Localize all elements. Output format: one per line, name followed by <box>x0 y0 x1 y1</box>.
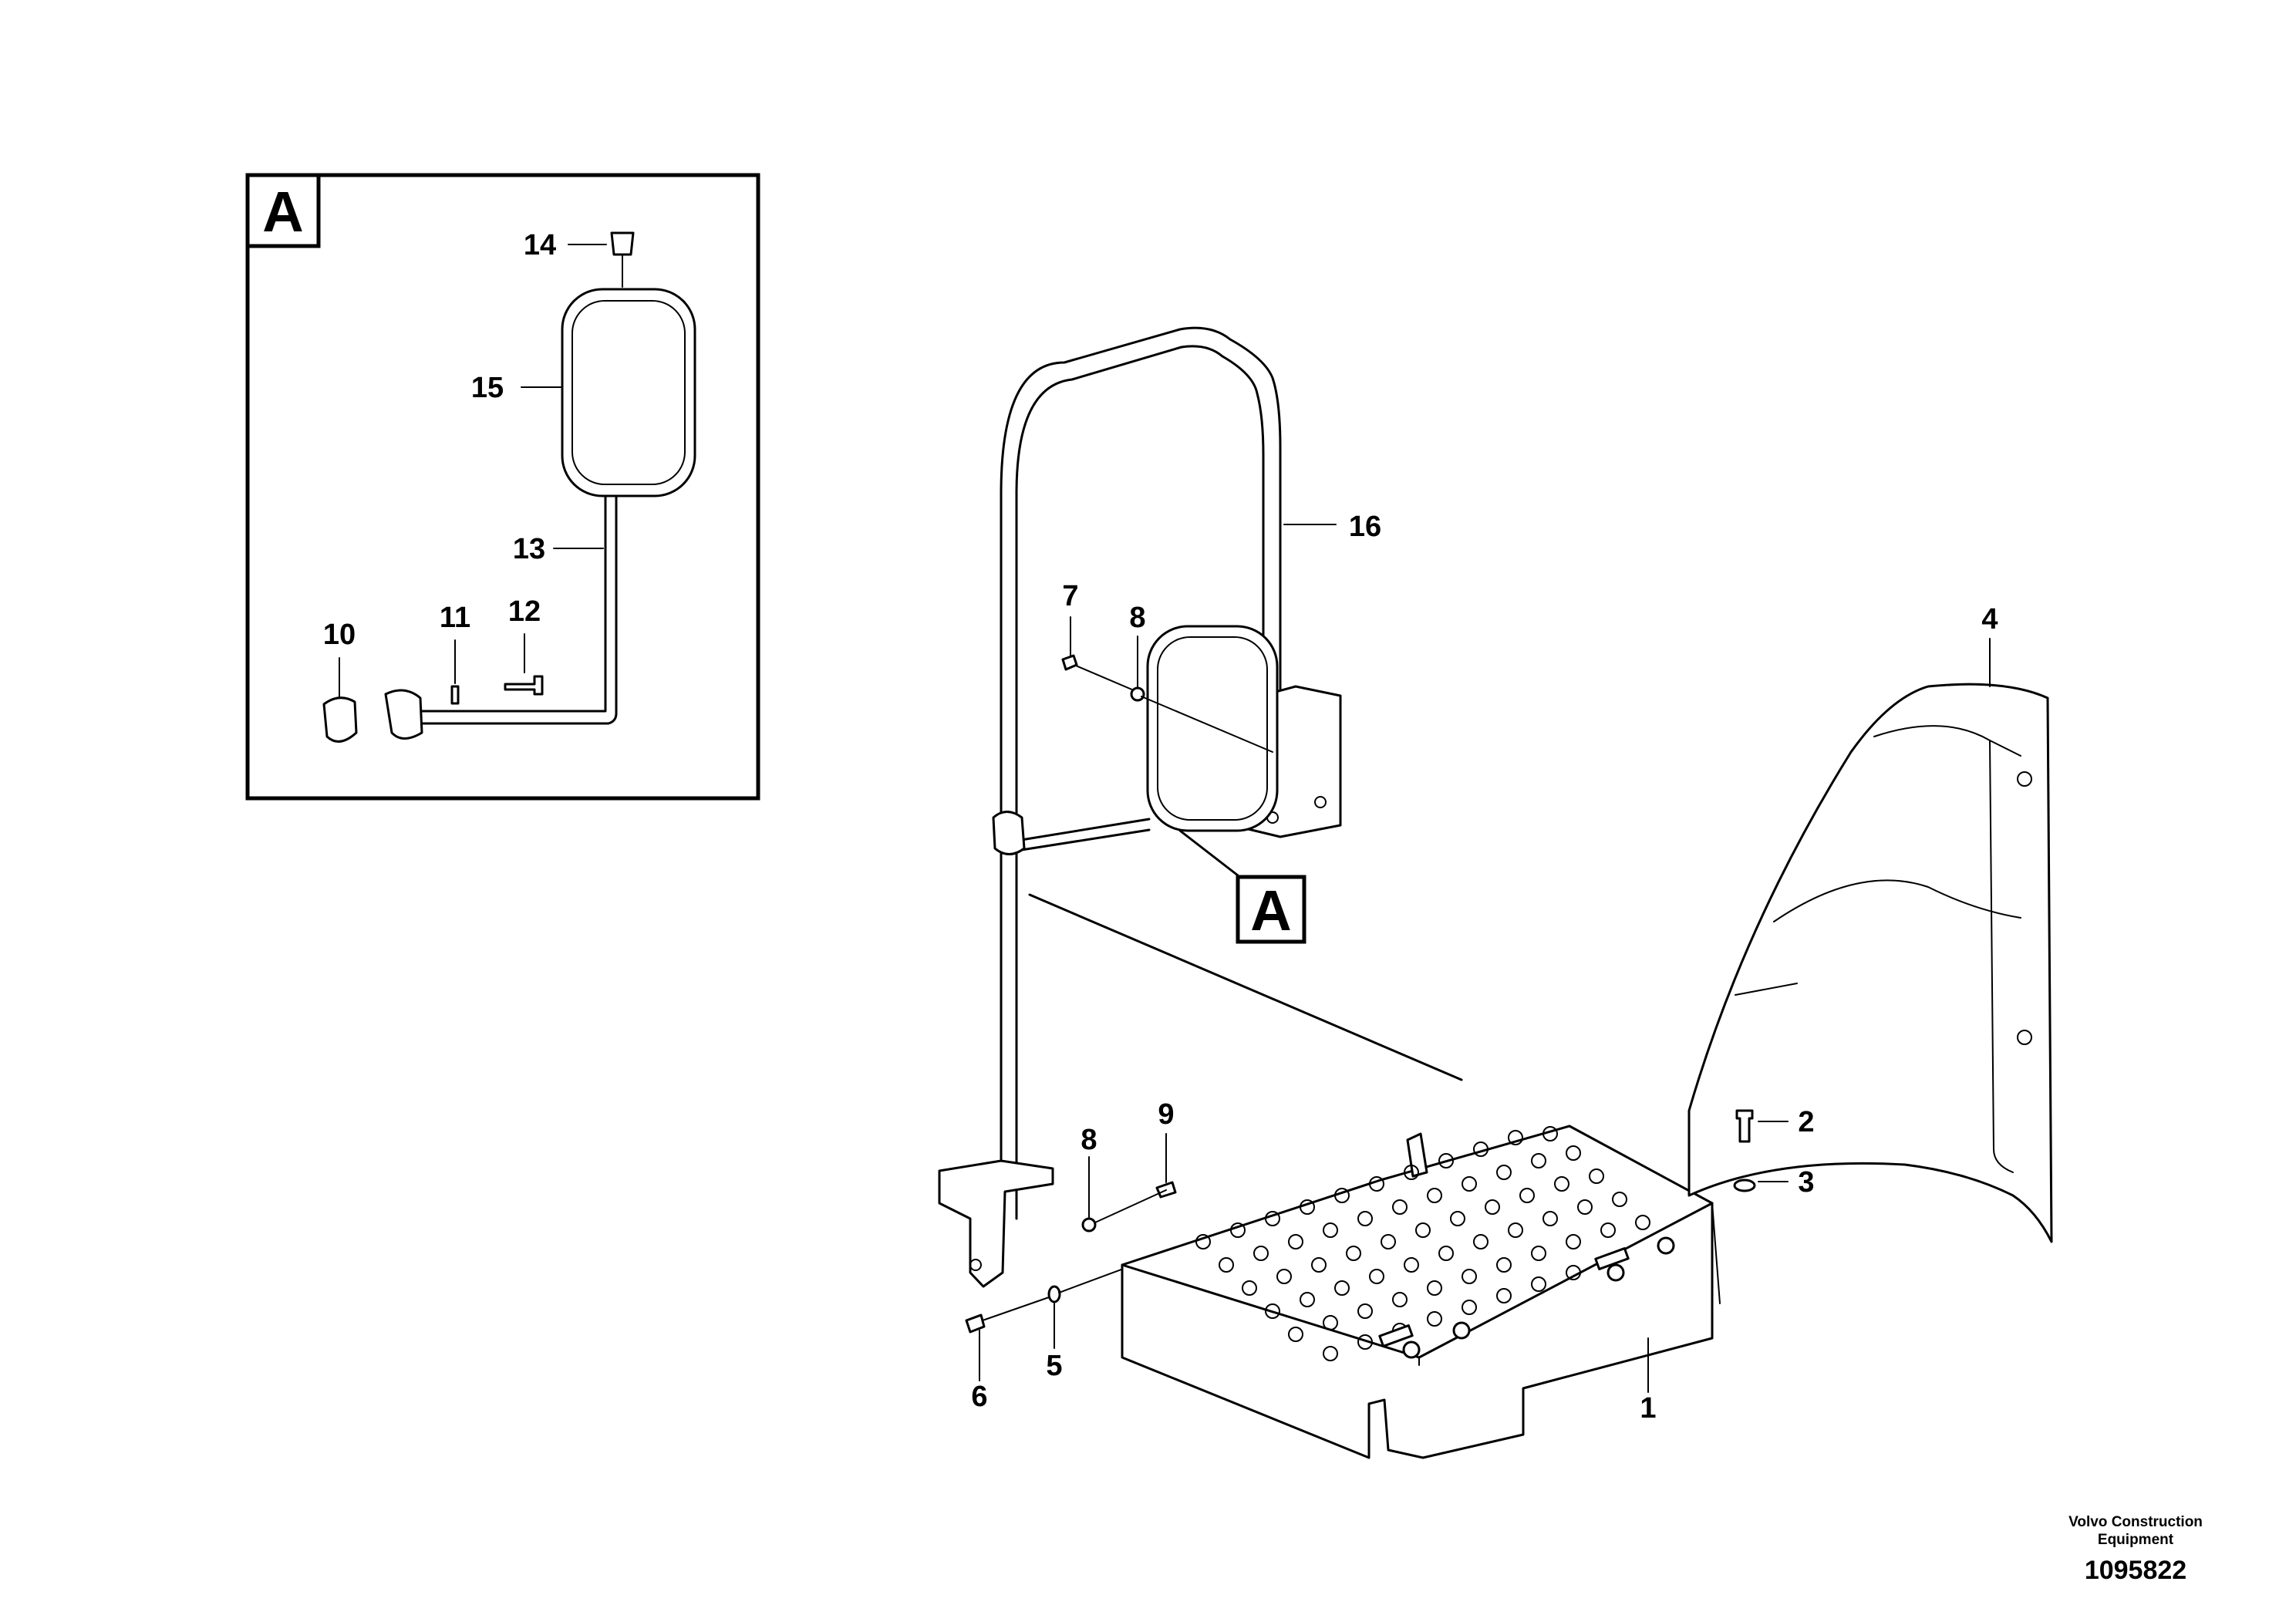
part-screw <box>504 675 544 696</box>
step-hinge <box>1594 1247 1630 1270</box>
callout-7: 7 <box>1062 580 1078 612</box>
step-nut <box>1657 1236 1675 1255</box>
drawing-number: 1095822 <box>2084 1556 2187 1585</box>
callout-2: 2 <box>1798 1106 1814 1138</box>
part-step-top <box>1121 1125 1714 1359</box>
part-washer-8-upper <box>1130 686 1145 702</box>
callout-11: 11 <box>440 602 470 634</box>
leader-detail-a <box>1178 829 1239 877</box>
part-bracket-tube-outer <box>1000 326 1282 1220</box>
drawing-credit: Volvo Construction Equipment 1095822 <box>2035 1513 2236 1586</box>
part-fender <box>1687 683 2053 1243</box>
part-main-mirror-glass <box>1157 636 1268 821</box>
company-name: Volvo Construction Equipment <box>2068 1514 2203 1548</box>
part-mirror-glass <box>571 300 686 485</box>
plate-hole <box>1314 796 1327 808</box>
detail-inset-a: A 14 15 13 10 11 12 <box>245 173 760 801</box>
part-mirror <box>561 288 696 497</box>
part-main-clamp <box>992 811 1026 855</box>
fender-hole-line <box>1735 983 1798 996</box>
step-hole-grid <box>1195 1126 1650 1361</box>
callout-10: 10 <box>323 619 356 651</box>
step-nut <box>1607 1263 1625 1282</box>
fender-edge <box>1989 740 2014 1173</box>
callout-1: 1 <box>1640 1392 1656 1425</box>
step-nut <box>1402 1340 1421 1359</box>
detail-label-box-main <box>1236 875 1306 944</box>
callout-9: 9 <box>1158 1098 1174 1131</box>
fender-hole <box>2017 1030 2032 1045</box>
callout-16: 16 <box>1349 511 1381 543</box>
fender-fold <box>1773 879 2021 922</box>
part-screw-7-shank <box>1075 665 1135 691</box>
reference-line <box>1028 893 1463 1081</box>
part-washer-3 <box>1733 1179 1756 1192</box>
detail-label-box <box>245 173 321 248</box>
fender-hole <box>2017 771 2032 787</box>
part-clamp-right <box>384 689 423 740</box>
callout-4: 4 <box>1981 603 1998 636</box>
part-main-arm <box>1015 818 1151 842</box>
callout-13: 13 <box>513 533 545 565</box>
part-main-mirror <box>1146 625 1279 832</box>
part-bolt-2 <box>1735 1109 1754 1143</box>
part-pin <box>450 685 460 705</box>
callout-15: 15 <box>471 372 504 404</box>
callout-12: 12 <box>508 595 541 628</box>
bracket-hole <box>969 1259 982 1271</box>
step-hinge <box>1378 1324 1414 1347</box>
step-side-edge <box>1711 1202 1721 1304</box>
callout-8-lower: 8 <box>1081 1124 1097 1156</box>
callout-3: 3 <box>1798 1166 1814 1199</box>
part-clamp-left <box>322 696 358 743</box>
part-bracket-tube-inner <box>1015 345 1265 1220</box>
part-lower-bracket <box>938 1159 1054 1288</box>
part-washer-8-lower <box>1081 1217 1097 1233</box>
detail-label-main: A <box>1250 878 1291 943</box>
detail-label: A <box>262 180 303 244</box>
part-screw-9-shank <box>1094 1189 1167 1223</box>
part-bolt-6-shank <box>982 1297 1050 1321</box>
part-washer-5 <box>1047 1285 1061 1303</box>
detail-frame <box>245 173 760 801</box>
callout-14: 14 <box>524 229 556 261</box>
callout-6: 6 <box>971 1381 987 1413</box>
part-bolt-6 <box>965 1313 986 1334</box>
part-cap <box>610 231 635 256</box>
fender-fold <box>1873 725 2021 757</box>
callout-5: 5 <box>1046 1350 1062 1382</box>
part-main-arm-2 <box>1015 828 1151 852</box>
leader-7-8-line <box>1141 696 1273 753</box>
main-assembly: A <box>938 326 2053 1459</box>
step-nut <box>1452 1321 1471 1340</box>
callout-8-upper: 8 <box>1129 602 1145 634</box>
part-screw-7 <box>1061 654 1078 671</box>
